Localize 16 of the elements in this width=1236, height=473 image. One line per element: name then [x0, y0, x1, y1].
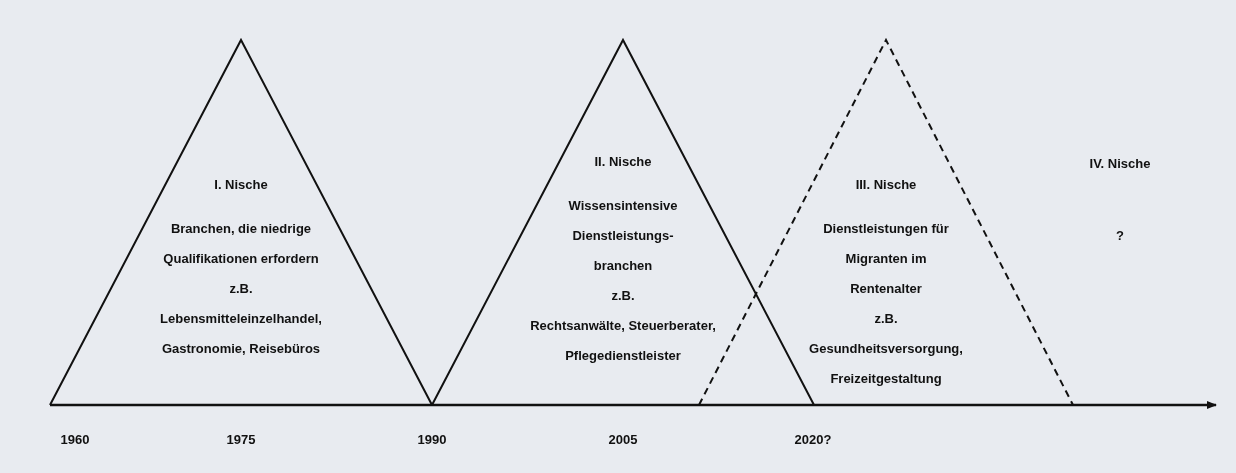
niche-heading: II. Nische	[593, 153, 653, 171]
example-label: z.B.	[228, 280, 254, 298]
example-list: Gesundheitsversorgung, Freizeitgestaltung	[791, 334, 981, 394]
year-label: 1975	[226, 431, 256, 449]
niche-heading: III. Nische	[854, 176, 918, 194]
year-label: 2020?	[794, 431, 832, 449]
year-label: 2005	[608, 431, 638, 449]
year-label: 1990	[417, 431, 447, 449]
example-list: Lebensmitteleinzelhandel, Gastronomie, Reisebüros	[141, 304, 341, 364]
niche-heading: I. Nische	[213, 176, 269, 194]
year-label: 1960	[60, 431, 90, 449]
example-label: z.B.	[873, 310, 899, 328]
example-list: Rechtsanwälte, Steuerberater, Pflegedienstleister	[523, 311, 723, 371]
question-mark: ?	[1116, 227, 1124, 245]
niche-heading: IV. Nische	[1089, 155, 1151, 173]
example-label: z.B.	[610, 287, 636, 305]
